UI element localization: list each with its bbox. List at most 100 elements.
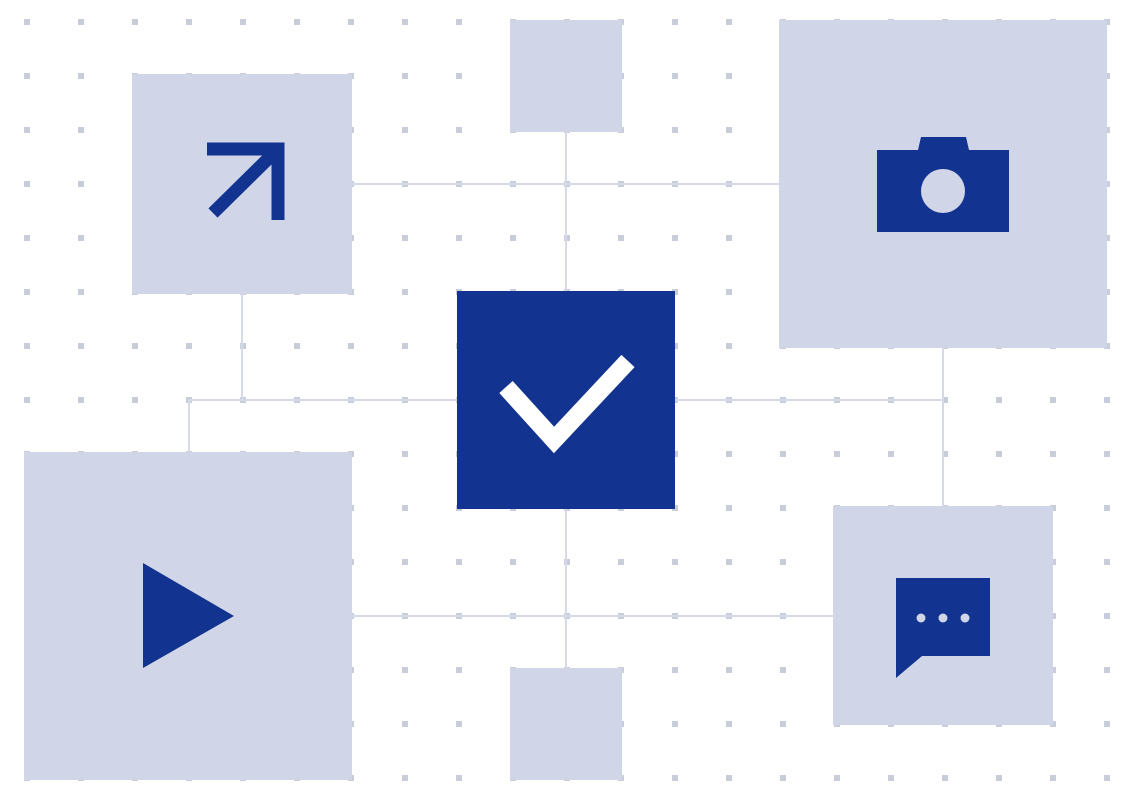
- play-icon: [143, 563, 234, 668]
- grid-dot: [24, 289, 30, 295]
- check-icon: [499, 354, 635, 454]
- grid-dot: [402, 73, 408, 79]
- grid-dot: [726, 127, 732, 133]
- grid-dot: [780, 505, 786, 511]
- grid-dot: [672, 73, 678, 79]
- grid-dot: [78, 19, 84, 25]
- grid-dot: [726, 505, 732, 511]
- camera-icon: [877, 137, 1009, 232]
- grid-dot: [24, 235, 30, 241]
- grid-dot: [402, 559, 408, 565]
- grid-dot: [78, 289, 84, 295]
- chat-bubble-icon: [896, 578, 990, 678]
- grid-dot: [24, 73, 30, 79]
- grid-dot: [1104, 613, 1110, 619]
- grid-dot: [942, 451, 948, 457]
- grid-dot: [672, 19, 678, 25]
- grid-dot: [618, 559, 624, 565]
- grid-dot: [672, 775, 678, 781]
- grid-dot: [726, 667, 732, 673]
- grid-dot: [402, 505, 408, 511]
- grid-dot: [1104, 505, 1110, 511]
- grid-dot: [402, 343, 408, 349]
- arrow-up-right-icon: [207, 142, 285, 220]
- grid-dot: [996, 451, 1002, 457]
- grid-dot: [834, 775, 840, 781]
- grid-dot: [402, 451, 408, 457]
- grid-dot: [456, 73, 462, 79]
- grid-dot: [456, 127, 462, 133]
- grid-dot: [132, 19, 138, 25]
- grid-dot: [780, 559, 786, 565]
- grid-dot: [132, 343, 138, 349]
- grid-dot: [1104, 397, 1110, 403]
- grid-dot: [996, 397, 1002, 403]
- grid-dot: [186, 19, 192, 25]
- grid-dot: [456, 775, 462, 781]
- grid-dot: [780, 451, 786, 457]
- grid-dot: [726, 19, 732, 25]
- grid-dot: [726, 235, 732, 241]
- grid-dot: [672, 559, 678, 565]
- grid-dot: [402, 289, 408, 295]
- grid-dot: [672, 127, 678, 133]
- grid-dot: [1104, 721, 1110, 727]
- grid-dot: [402, 667, 408, 673]
- grid-dot: [78, 127, 84, 133]
- grid-dot: [672, 235, 678, 241]
- grid-dot: [1104, 451, 1110, 457]
- check-tile: [457, 291, 675, 509]
- grid-dot: [942, 397, 948, 403]
- grid-dot: [294, 19, 300, 25]
- grid-dot: [672, 721, 678, 727]
- grid-dot: [1104, 775, 1110, 781]
- grid-dot: [348, 19, 354, 25]
- grid-dot: [402, 19, 408, 25]
- grid-dot: [24, 19, 30, 25]
- grid-dot: [78, 397, 84, 403]
- grid-dot: [24, 127, 30, 133]
- grid-dot: [78, 235, 84, 241]
- grid-dot: [402, 127, 408, 133]
- grid-dot: [456, 235, 462, 241]
- grid-dot: [24, 181, 30, 187]
- grid-dot: [672, 667, 678, 673]
- grid-dot: [1050, 397, 1056, 403]
- grid-dot: [726, 343, 732, 349]
- grid-dot: [240, 19, 246, 25]
- grid-dot: [1050, 451, 1056, 457]
- grid-dot: [132, 397, 138, 403]
- grid-dot: [726, 73, 732, 79]
- grid-dot: [348, 343, 354, 349]
- grid-dot: [456, 721, 462, 727]
- grid-dot: [726, 289, 732, 295]
- grid-dot: [1050, 775, 1056, 781]
- grid-dot: [78, 343, 84, 349]
- grid-dot: [456, 559, 462, 565]
- grid-dot: [780, 667, 786, 673]
- grid-dot: [618, 235, 624, 241]
- grid-dot: [24, 343, 30, 349]
- grid-dot: [726, 451, 732, 457]
- grid-dot: [942, 775, 948, 781]
- bottom-small-tile: [510, 668, 622, 780]
- grid-dot: [726, 721, 732, 727]
- grid-dot: [1104, 667, 1110, 673]
- grid-dot: [726, 559, 732, 565]
- top-small-tile: [510, 20, 622, 132]
- grid-dot: [1104, 559, 1110, 565]
- grid-dot: [888, 451, 894, 457]
- grid-dot: [24, 397, 30, 403]
- grid-dot: [402, 775, 408, 781]
- grid-dot: [996, 775, 1002, 781]
- grid-dot: [780, 775, 786, 781]
- grid-dot: [456, 19, 462, 25]
- grid-dot: [402, 721, 408, 727]
- grid-dot: [456, 667, 462, 673]
- grid-dot: [780, 721, 786, 727]
- grid-dot: [510, 559, 516, 565]
- grid-dot: [510, 235, 516, 241]
- grid-dot: [78, 181, 84, 187]
- grid-dot: [834, 451, 840, 457]
